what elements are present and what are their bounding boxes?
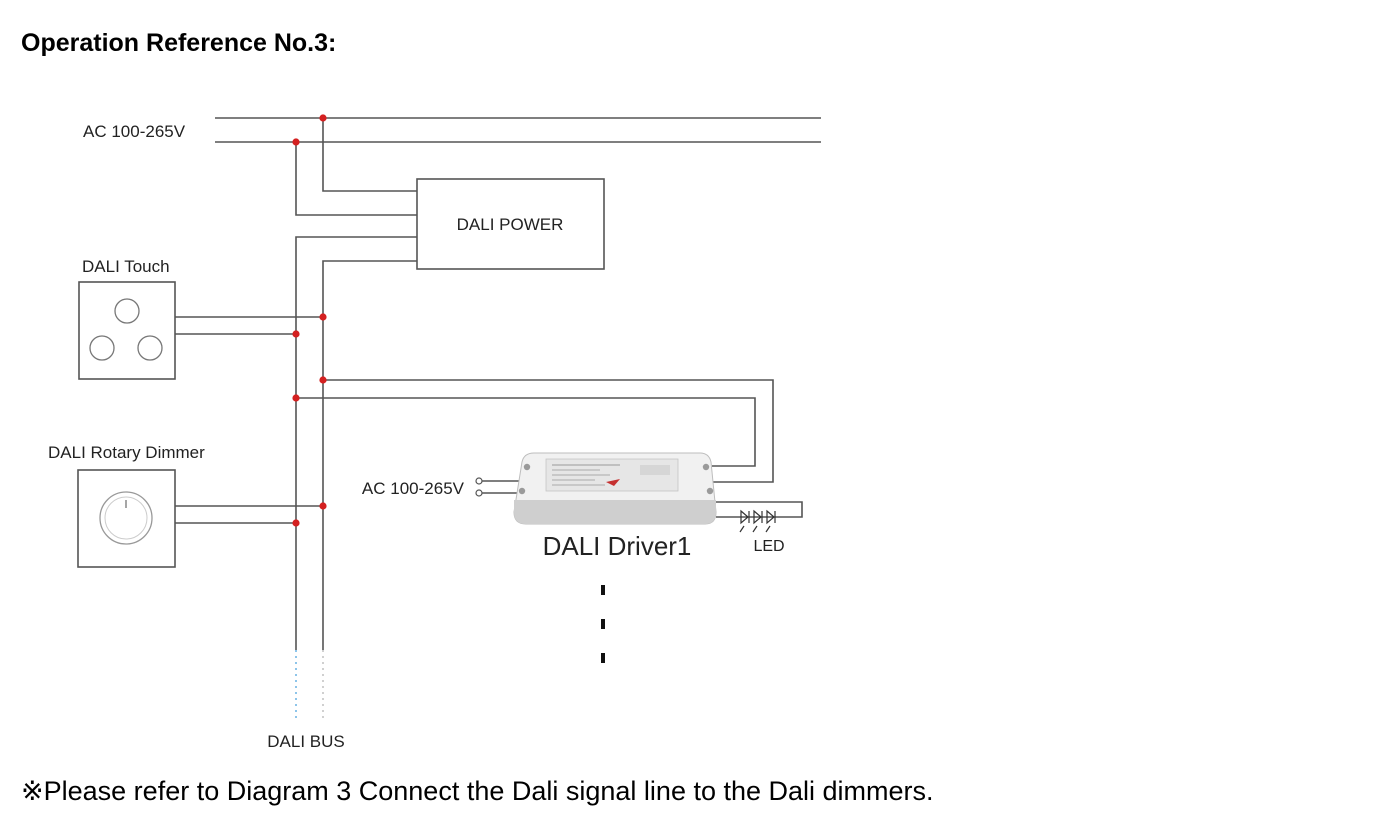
dali-driver-device	[513, 452, 717, 525]
led-icon	[739, 509, 782, 533]
diagram-footnote: ※Please refer to Diagram 3 Connect the D…	[21, 776, 934, 806]
dali-bus-line-b	[322, 260, 417, 650]
rotary-knob	[99, 491, 153, 545]
ac-terminal-2	[475, 489, 483, 497]
junction-dots	[292, 114, 327, 527]
power-feed-n	[295, 142, 417, 216]
dali-driver-label: DALI Driver1	[543, 531, 692, 561]
touch-button-right	[137, 335, 163, 361]
rotary-knob-inner	[104, 496, 148, 540]
dali-power-box	[416, 178, 605, 270]
led-output-wire-pos	[716, 501, 803, 518]
touch-button-top	[114, 298, 140, 324]
ac-mains-label: AC 100-265V	[83, 122, 186, 141]
dali-rotary-label: DALI Rotary Dimmer	[48, 443, 205, 462]
more-drivers-ellipsis	[601, 585, 605, 663]
dali-bus-line-a	[295, 236, 417, 650]
power-feed-l	[322, 118, 417, 192]
driver-ac-label: AC 100-265V	[362, 479, 465, 498]
dali-rotary-panel	[77, 469, 176, 568]
dali-bus-label: DALI BUS	[267, 732, 344, 751]
dali-touch-panel	[78, 281, 176, 380]
touch-button-left	[89, 335, 115, 361]
dali-power-label: DALI POWER	[457, 215, 564, 234]
ac-terminal-1	[475, 477, 483, 485]
driver-dali-wire-a	[296, 397, 756, 467]
dali-touch-label: DALI Touch	[82, 257, 170, 276]
page-title: Operation Reference No.3:	[21, 29, 337, 57]
led-label: LED	[753, 538, 784, 555]
driver-dali-wire-b	[323, 379, 774, 483]
